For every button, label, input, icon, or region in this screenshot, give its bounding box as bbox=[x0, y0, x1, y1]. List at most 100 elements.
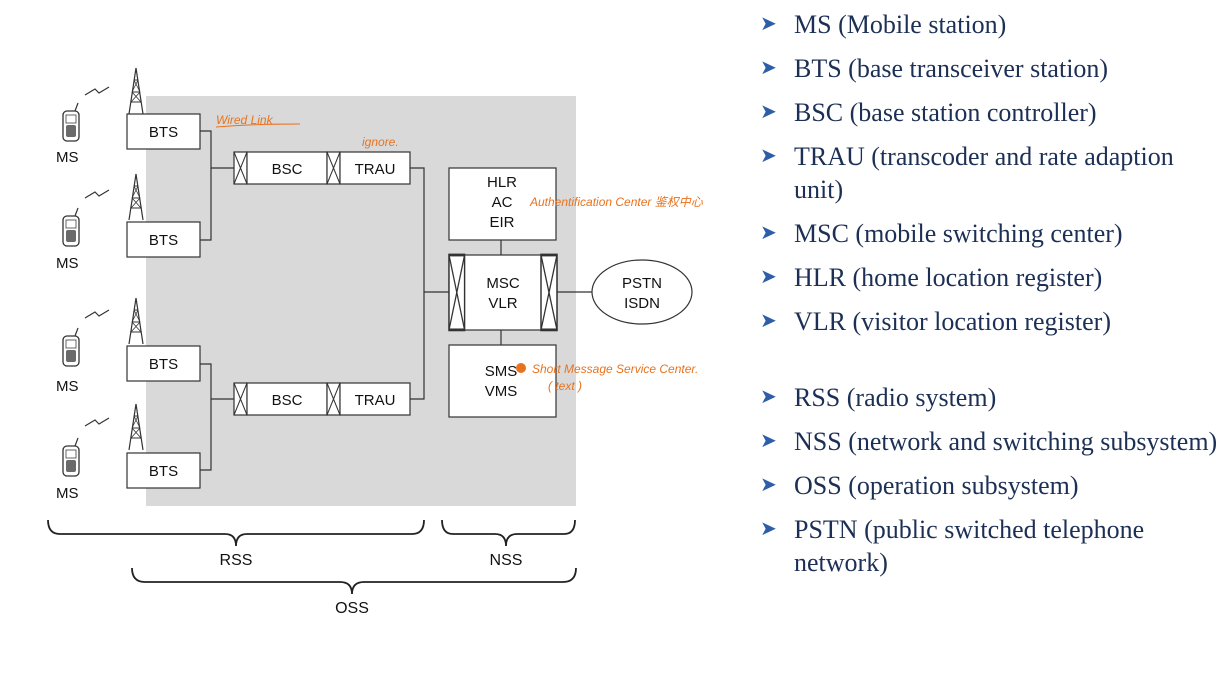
bts-bsc-links bbox=[200, 130, 234, 471]
ms-station-2: MS bbox=[56, 173, 144, 272]
arrow-bullet-icon: ➤ bbox=[760, 145, 777, 167]
legend-text: VLR (visitor location register) bbox=[794, 307, 1111, 336]
bts-label: BTS bbox=[149, 124, 178, 141]
phone-icon bbox=[62, 207, 80, 247]
legend-text: HLR (home location register) bbox=[794, 263, 1103, 292]
vms-label: VMS bbox=[485, 383, 518, 400]
legend-item: ➤ BTS (base transceiver station) bbox=[760, 52, 1228, 85]
radio-link-icon bbox=[84, 417, 110, 427]
phone-icon bbox=[62, 327, 80, 367]
legend-item: ➤ BSC (base station controller) bbox=[760, 96, 1228, 129]
rss-brace bbox=[47, 519, 425, 547]
phone-icon bbox=[62, 437, 80, 477]
legend-group-components: ➤ MS (Mobile station) ➤ BTS (base transcei… bbox=[760, 8, 1228, 338]
nss-label: NSS bbox=[490, 552, 523, 569]
bsc-trau-chain-lower: BSC TRAU bbox=[233, 382, 411, 416]
legend-item: ➤ MSC (mobile switching center) bbox=[760, 217, 1228, 250]
ms-station-1: MS bbox=[56, 67, 144, 166]
rss-label: RSS bbox=[220, 552, 253, 569]
antenna-tower-icon bbox=[128, 67, 144, 115]
antenna-tower-icon bbox=[128, 173, 144, 221]
ignore-annotation: ignore. bbox=[362, 135, 399, 149]
ms-station-3: MS bbox=[56, 297, 144, 395]
msc-vlr-node: MSC VLR bbox=[447, 253, 559, 332]
legend-item: ➤ NSS (network and switching subsystem) bbox=[760, 425, 1228, 458]
bts-label: BTS bbox=[149, 232, 178, 249]
antenna-tower-icon bbox=[128, 297, 144, 345]
oss-brace bbox=[131, 567, 577, 595]
legend-text: MS (Mobile station) bbox=[794, 10, 1007, 39]
abbreviation-legend: ➤ MS (Mobile station) ➤ BTS (base transcei… bbox=[760, 8, 1228, 590]
wired-link-annotation: Wired Link bbox=[216, 113, 274, 127]
legend-item: ➤ RSS (radio system) bbox=[760, 381, 1228, 414]
arrow-bullet-icon: ➤ bbox=[760, 310, 777, 332]
trau-label: TRAU bbox=[355, 392, 396, 409]
bts-label: BTS bbox=[149, 356, 178, 373]
trau-label: TRAU bbox=[355, 161, 396, 178]
antenna-tower-icon bbox=[128, 403, 144, 451]
arrow-bullet-icon: ➤ bbox=[760, 266, 777, 288]
oss-label: OSS bbox=[335, 600, 369, 617]
arrow-bullet-icon: ➤ bbox=[760, 101, 777, 123]
arrow-bullet-icon: ➤ bbox=[760, 386, 777, 408]
phone-icon bbox=[62, 102, 80, 142]
arrow-bullet-icon: ➤ bbox=[760, 430, 777, 452]
legend-item: ➤ MS (Mobile station) bbox=[760, 8, 1228, 41]
ms-label: MS bbox=[56, 255, 79, 272]
text-annotation: ( text ) bbox=[548, 379, 582, 393]
auth-center-annotation: Authentification Center 鉴权中心 bbox=[529, 195, 704, 209]
radio-link-icon bbox=[84, 309, 110, 319]
bts-label: BTS bbox=[149, 463, 178, 480]
bsc-label: BSC bbox=[272, 161, 303, 178]
ms-label: MS bbox=[56, 378, 79, 395]
ac-label: AC bbox=[492, 194, 513, 211]
arrow-bullet-icon: ➤ bbox=[760, 474, 777, 496]
sms-center-annotation: Short Message Service Center. bbox=[532, 362, 698, 376]
bts-node-4: BTS bbox=[126, 452, 201, 489]
legend-item: ➤ VLR (visitor location register) bbox=[760, 305, 1228, 338]
msc-label: MSC bbox=[486, 275, 520, 292]
legend-text: BTS (base transceiver station) bbox=[794, 54, 1109, 83]
arrow-bullet-icon: ➤ bbox=[760, 222, 777, 244]
radio-link-icon bbox=[84, 189, 110, 199]
legend-text: PSTN (public switched telephone network) bbox=[794, 515, 1145, 577]
radio-link-icon bbox=[84, 86, 110, 96]
legend-group-subsystems: ➤ RSS (radio system) ➤ NSS (network and sw… bbox=[760, 381, 1228, 579]
arrow-bullet-icon: ➤ bbox=[760, 13, 777, 35]
legend-item: ➤ HLR (home location register) bbox=[760, 261, 1228, 294]
legend-text: OSS (operation subsystem) bbox=[794, 471, 1079, 500]
sms-label: SMS bbox=[485, 363, 518, 380]
arrow-bullet-icon: ➤ bbox=[760, 518, 777, 540]
pstn-isdn-node: PSTN ISDN bbox=[591, 259, 693, 325]
bsc-label: BSC bbox=[272, 392, 303, 409]
legend-text: TRAU (transcoder and rate adaption unit) bbox=[794, 142, 1174, 204]
bts-node-2: BTS bbox=[126, 221, 201, 258]
legend-text: RSS (radio system) bbox=[794, 383, 997, 412]
vlr-label: VLR bbox=[488, 295, 517, 312]
hlr-ac-eir-node: HLR AC EIR bbox=[448, 167, 557, 241]
gsm-architecture-diagram: MS MS MS MS BTS BTS BTS BTS bbox=[47, 67, 704, 617]
isdn-label: ISDN bbox=[624, 295, 660, 312]
legend-item: ➤ TRAU (transcoder and rate adaption unit… bbox=[760, 140, 1228, 206]
bsc-trau-chain-upper: BSC TRAU bbox=[233, 151, 411, 185]
bts-node-3: BTS bbox=[126, 345, 201, 382]
legend-text: BSC (base station controller) bbox=[794, 98, 1097, 127]
legend-text: MSC (mobile switching center) bbox=[794, 219, 1123, 248]
annotation-dot-icon bbox=[516, 363, 526, 373]
trau-msc-links bbox=[410, 167, 593, 400]
ms-station-4: MS bbox=[56, 403, 144, 502]
legend-item: ➤ PSTN (public switched telephone network… bbox=[760, 513, 1228, 579]
legend-spacer bbox=[760, 349, 1228, 381]
hlr-label: HLR bbox=[487, 174, 517, 191]
eir-label: EIR bbox=[489, 214, 514, 231]
legend-item: ➤ OSS (operation subsystem) bbox=[760, 469, 1228, 502]
pstn-label: PSTN bbox=[622, 275, 662, 292]
annotation-underline bbox=[215, 123, 301, 128]
arrow-bullet-icon: ➤ bbox=[760, 57, 777, 79]
nss-brace bbox=[441, 519, 576, 547]
sms-vms-node: SMS VMS bbox=[448, 344, 557, 418]
ms-label: MS bbox=[56, 149, 79, 166]
bts-node-1: BTS bbox=[126, 113, 201, 150]
legend-text: NSS (network and switching subsystem) bbox=[794, 427, 1218, 456]
ms-label: MS bbox=[56, 485, 79, 502]
